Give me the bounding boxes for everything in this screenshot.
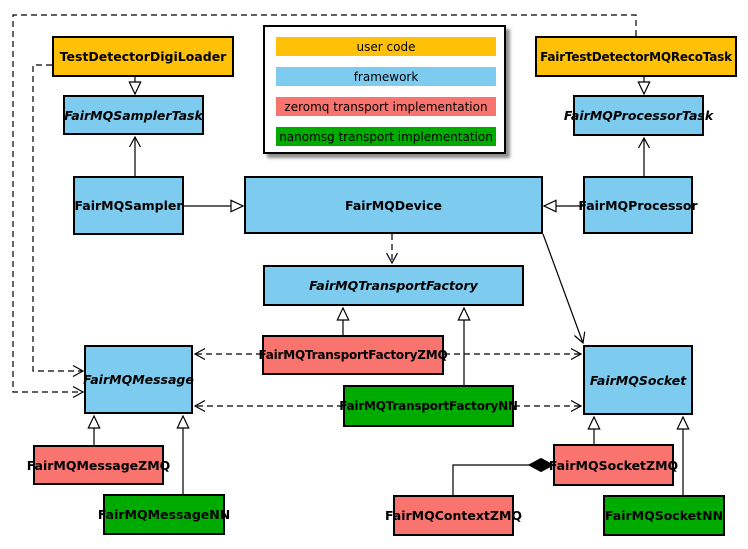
- node-fairmqsocket: FairMQSocket: [583, 345, 693, 415]
- node-label: FairMQTransportFactoryNN: [339, 399, 518, 413]
- node-fairmqsocketnn: FairMQSocketNN: [603, 495, 725, 536]
- node-label: FairMQSampler: [74, 198, 183, 213]
- node-testdetectordigiloader: TestDetectorDigiLoader: [52, 36, 234, 77]
- node-label: FairMQMessageNN: [97, 507, 231, 522]
- edge-contextzmq-socketzmq: [452, 464, 530, 495]
- node-fairmqsamplertask: FairMQSamplerTask: [63, 95, 204, 135]
- node-fairmqmessagenn: FairMQMessageNN: [98, 494, 230, 535]
- node-label: FairMQSocketZMQ: [548, 457, 679, 473]
- node-label: FairMQMessageZMQ: [26, 457, 171, 473]
- legend-item-user-code: user code: [276, 37, 496, 56]
- node-fairmqmessage: FairMQMessage: [83, 345, 194, 414]
- node-label: FairMQDevice: [345, 197, 442, 213]
- legend-item-nanomsg: nanomsg transport implementation: [276, 127, 496, 146]
- node-fairmqcontextzmq: FairMQContextZMQ: [385, 495, 522, 536]
- legend-item-zeromq: zeromq transport implementation: [276, 97, 496, 116]
- node-label: FairMQSamplerTask: [64, 107, 203, 123]
- node-label: FairMQContextZMQ: [384, 508, 523, 523]
- edge-recotask-message: [12, 14, 637, 399]
- node-fairmqprocessortask: FairMQProcessorTask: [564, 95, 713, 136]
- node-fairmqmessagezmq: FairMQMessageZMQ: [27, 445, 170, 485]
- node-label: FairTestDetectorMQRecoTask: [540, 49, 732, 64]
- composition-diamond-icon: [527, 457, 555, 473]
- node-label: TestDetectorDigiLoader: [59, 49, 227, 64]
- legend-box: user code framework zeromq transport imp…: [263, 25, 506, 154]
- edge-digiloader-message: [32, 64, 85, 378]
- node-fairmqprocessor: FairMQProcessor: [578, 176, 698, 234]
- legend-item-framework: framework: [276, 67, 496, 86]
- node-label: FairMQTransportFactoryZMQ: [258, 348, 448, 362]
- node-label: FairMQSocket: [589, 372, 687, 388]
- node-label: FairMQProcessor: [578, 197, 698, 213]
- node-fairmqtransportfactorynn: FairMQTransportFactoryNN: [339, 385, 518, 427]
- node-fairmqsocketzmq: FairMQSocketZMQ: [549, 444, 678, 486]
- edge-device-socket: [542, 233, 586, 345]
- node-fairmqtransportfactory: FairMQTransportFactory: [263, 265, 524, 306]
- node-fairmqtransportfactoryzmq: FairMQTransportFactoryZMQ: [258, 335, 448, 375]
- node-label: FairMQProcessorTask: [563, 108, 714, 123]
- node-label: FairMQMessage: [83, 372, 194, 387]
- node-fairmqdevice: FairMQDevice: [244, 176, 543, 234]
- node-label: FairMQTransportFactory: [309, 278, 478, 293]
- node-label: FairMQSocketNN: [604, 508, 724, 523]
- node-fairtestdetectormqrecotask: FairTestDetectorMQRecoTask: [535, 36, 737, 77]
- node-fairmqsampler: FairMQSampler: [73, 176, 184, 235]
